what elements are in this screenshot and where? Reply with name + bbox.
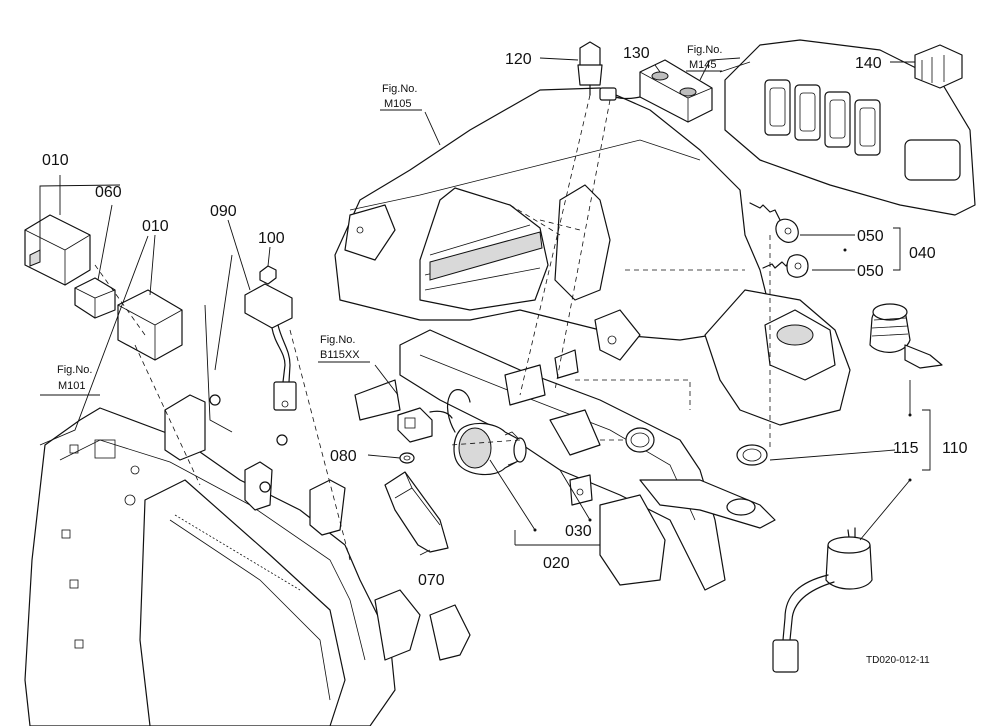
callout-040: 040 xyxy=(909,245,936,262)
callout-140: 140 xyxy=(855,55,882,72)
left-frame-panel xyxy=(24,394,471,726)
callout-100: 100 xyxy=(258,230,285,247)
key-050-upper xyxy=(749,202,799,243)
callout-050-lower: 050 xyxy=(857,263,884,280)
switch-140 xyxy=(914,44,963,89)
fig-m101-label: Fig.No. xyxy=(57,364,92,376)
callout-115: 115 xyxy=(893,440,919,457)
cover-070 xyxy=(384,471,449,553)
callout-110: 110 xyxy=(942,440,968,457)
callout-070: 070 xyxy=(418,572,445,589)
meter-panel-grille xyxy=(724,39,976,216)
relay-060 xyxy=(74,277,116,319)
callout-030: 030 xyxy=(565,523,592,540)
relay-010-upper xyxy=(24,214,91,286)
callout-080: 080 xyxy=(330,448,357,465)
callout-060: 060 xyxy=(95,184,122,201)
fig-m105-number: M105 xyxy=(384,98,412,110)
callout-120: 120 xyxy=(505,51,532,68)
fig-m101-number: M101 xyxy=(58,380,86,392)
fig-b115xx-number: B115XX xyxy=(320,349,360,361)
assembly-dashed-lines xyxy=(94,94,771,561)
callout-010-upper: 010 xyxy=(42,152,69,169)
lamp-ring xyxy=(625,427,655,453)
leader-lines xyxy=(39,57,931,556)
figure-reference-m145: Fig.No. M145 xyxy=(686,44,722,72)
figure-reference-b115xx: Fig.No. B115XX xyxy=(318,334,370,363)
callout-050-upper: 050 xyxy=(857,228,884,245)
callout-labels: 010 060 010 090 100 120 130 140 050 050 … xyxy=(42,45,968,589)
bulb-socket-120 xyxy=(577,41,603,96)
harness-connector-090 xyxy=(244,283,297,411)
dashboard-right-panel xyxy=(704,289,851,426)
callout-130: 130 xyxy=(623,45,650,62)
key-050-lower xyxy=(762,254,809,278)
drawing-code: TD020-012-11 xyxy=(866,655,930,666)
lower-bracket xyxy=(354,329,776,591)
switch-110-body xyxy=(772,527,873,673)
callout-010-lower: 010 xyxy=(142,218,169,235)
callout-090: 090 xyxy=(210,203,237,220)
fig-m145-label: Fig.No. xyxy=(687,44,722,56)
dashboard-upper-panel xyxy=(334,87,771,361)
lamp-030 xyxy=(397,389,527,476)
nut-115 xyxy=(736,444,768,466)
nut-100 xyxy=(259,265,277,285)
fig-m145-number: M145 xyxy=(689,59,717,71)
relay-010-lower xyxy=(117,289,183,361)
callout-020: 020 xyxy=(543,555,570,572)
knob-110 xyxy=(869,303,943,369)
bracket-020 xyxy=(514,248,912,545)
fig-b115xx-label: Fig.No. xyxy=(320,334,355,346)
switch-130 xyxy=(599,59,713,123)
figure-reference-m101: Fig.No. M101 xyxy=(57,364,92,392)
fig-m105-label: Fig.No. xyxy=(382,83,417,95)
figure-reference-m105: Fig.No. M105 xyxy=(380,83,422,111)
washer-080 xyxy=(399,452,415,464)
